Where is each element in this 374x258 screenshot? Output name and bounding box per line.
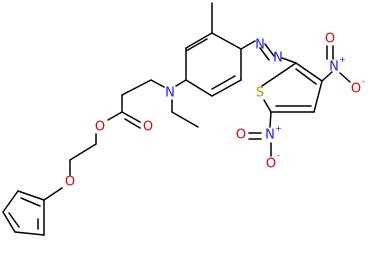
bond xyxy=(263,99,272,113)
ester-oxygen-label: O xyxy=(95,120,105,135)
nitro-oxygen-label: O xyxy=(266,157,276,172)
azo-nitrogen-label: N xyxy=(273,51,283,66)
bond xyxy=(43,187,63,201)
bond xyxy=(281,57,297,64)
nitro-oxygen-label: O xyxy=(325,32,335,47)
bond xyxy=(185,32,213,49)
bond xyxy=(150,79,165,88)
bond xyxy=(269,111,272,128)
bond xyxy=(69,143,97,161)
nitro-charge-label: - xyxy=(277,151,280,160)
bond xyxy=(339,72,351,83)
thiophene-sulfur-label: S xyxy=(256,86,264,101)
bond xyxy=(8,212,20,228)
bond xyxy=(2,190,19,213)
bond xyxy=(211,79,242,97)
bond xyxy=(321,71,333,82)
bond xyxy=(175,79,187,87)
bond xyxy=(121,111,141,123)
bonds xyxy=(2,2,351,236)
bond xyxy=(295,62,323,82)
nitro-oxygen-label: O xyxy=(236,128,246,143)
nitro-nitrogen-label: N xyxy=(265,128,275,143)
bond xyxy=(107,111,123,121)
bond xyxy=(261,62,297,87)
bond xyxy=(14,231,45,236)
azo-nitrogen-label: N xyxy=(255,38,265,53)
bond xyxy=(264,43,275,57)
bond xyxy=(259,47,270,61)
bond xyxy=(211,32,242,50)
bond xyxy=(20,197,41,207)
bond xyxy=(240,40,256,50)
nitro-oxygen-label: O xyxy=(351,82,361,97)
nitro-charge-label: - xyxy=(362,77,365,86)
bond xyxy=(17,190,45,201)
ether-oxygen-label: O xyxy=(65,175,75,190)
bond xyxy=(295,68,317,85)
nitro-charge-label: + xyxy=(275,124,282,133)
amine-nitrogen-label: N xyxy=(165,86,175,101)
bond xyxy=(313,80,323,113)
bond xyxy=(211,75,236,90)
bond xyxy=(185,79,213,97)
bond xyxy=(185,38,208,52)
bond xyxy=(2,211,16,233)
bond xyxy=(121,79,152,96)
nitro-nitrogen-label: N xyxy=(329,60,339,75)
nitro-charge-label: + xyxy=(339,55,346,64)
carbonyl-oxygen-label: O xyxy=(143,120,153,135)
atom-labels: N N S N + O O - N + O O - N O O O xyxy=(65,32,365,190)
bond xyxy=(171,111,199,128)
bond xyxy=(124,118,141,129)
